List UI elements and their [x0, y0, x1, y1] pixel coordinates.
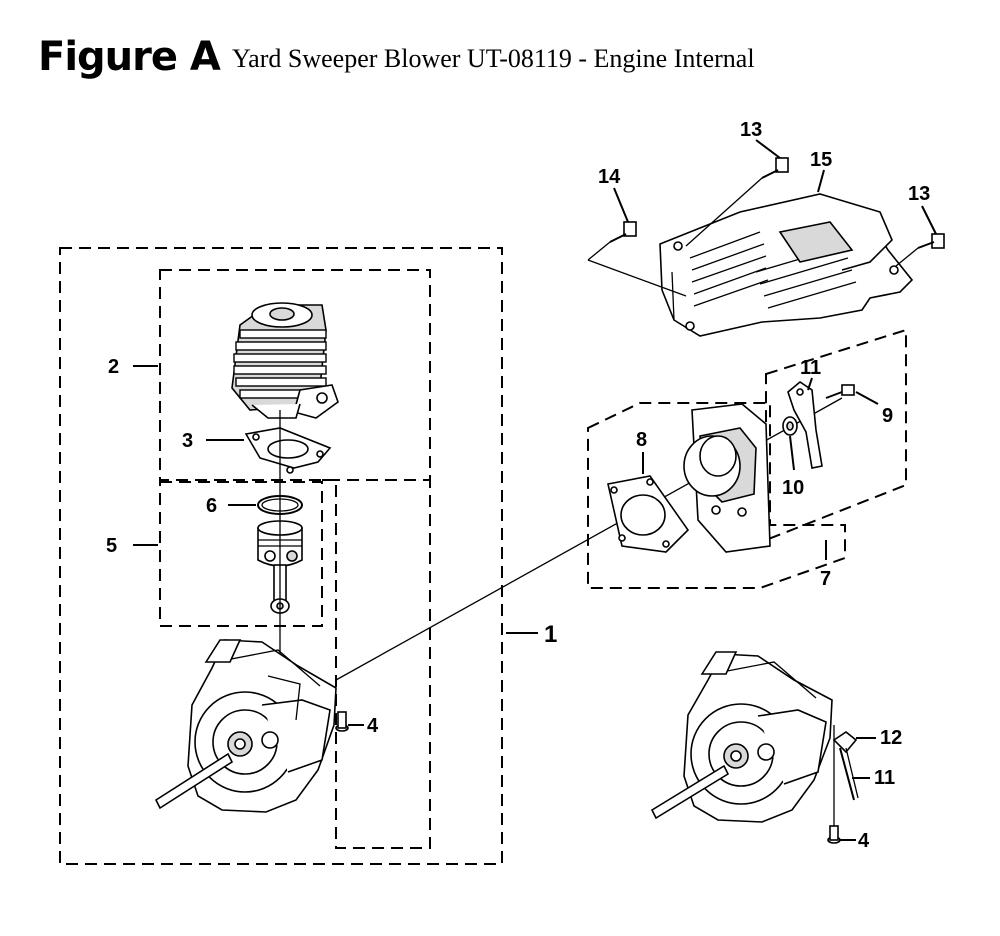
group-box-4 [322, 479, 431, 849]
crankcase-part-left [154, 639, 337, 813]
screw-13-top [761, 157, 789, 179]
bolt-9 [825, 384, 855, 399]
leader-13b [895, 247, 919, 267]
leader-15 [817, 169, 825, 193]
screw-4-right [827, 825, 841, 844]
leader-14a [587, 241, 611, 261]
callout-9: 9 [882, 405, 893, 427]
muffler-gasket-part [607, 475, 690, 553]
bracket-11-top [787, 381, 823, 469]
leader-10 [789, 435, 795, 471]
callout-11-right: 11 [874, 767, 895, 789]
cylinder-part [231, 302, 339, 419]
leader-13-top [755, 139, 781, 159]
callout-15: 15 [810, 149, 832, 171]
rod-11 [833, 725, 859, 830]
callout-4-left: 4 [367, 715, 379, 737]
screw-4-left [335, 711, 349, 732]
callout-11-top: 11 [800, 357, 821, 379]
leader-13a [685, 177, 763, 247]
callout-7: 7 [820, 568, 831, 590]
callout-14: 14 [598, 166, 621, 188]
callout-6: 6 [206, 495, 217, 517]
leader-11-top [807, 377, 813, 391]
group-box-1 [59, 247, 503, 865]
callout-1: 1 [544, 621, 557, 648]
leader-14b [587, 259, 687, 297]
callout-3: 3 [182, 430, 193, 452]
group-box-7 [587, 402, 846, 589]
leader-14 [613, 187, 629, 223]
crankcase-part-right [650, 651, 833, 823]
callout-8: 8 [636, 429, 647, 451]
leader-9 [855, 391, 879, 405]
callout-4-right: 4 [858, 830, 870, 852]
figure-caption: Yard Sweeper Blower UT-08119 - Engine In… [232, 44, 755, 73]
cylinder-shroud-part [659, 193, 914, 337]
screw-13-right [917, 233, 945, 249]
leader-13-right [921, 205, 937, 235]
callout-5: 5 [106, 535, 117, 557]
callout-12: 12 [880, 727, 902, 749]
group-box-5 [159, 481, 323, 627]
figure-label: Figure A [38, 34, 221, 80]
bracket-12 [832, 731, 858, 754]
callout-13-top: 13 [740, 119, 762, 141]
callout-2: 2 [108, 356, 119, 378]
group-box-9-10-11 [765, 328, 907, 542]
cylinder-gasket-part [244, 427, 332, 474]
nut-10 [782, 416, 798, 436]
group-box-2 [159, 269, 431, 481]
callout-13-right: 13 [908, 183, 930, 205]
muffler-part [683, 403, 771, 553]
screw-14 [609, 221, 637, 243]
callout-10: 10 [782, 477, 804, 499]
